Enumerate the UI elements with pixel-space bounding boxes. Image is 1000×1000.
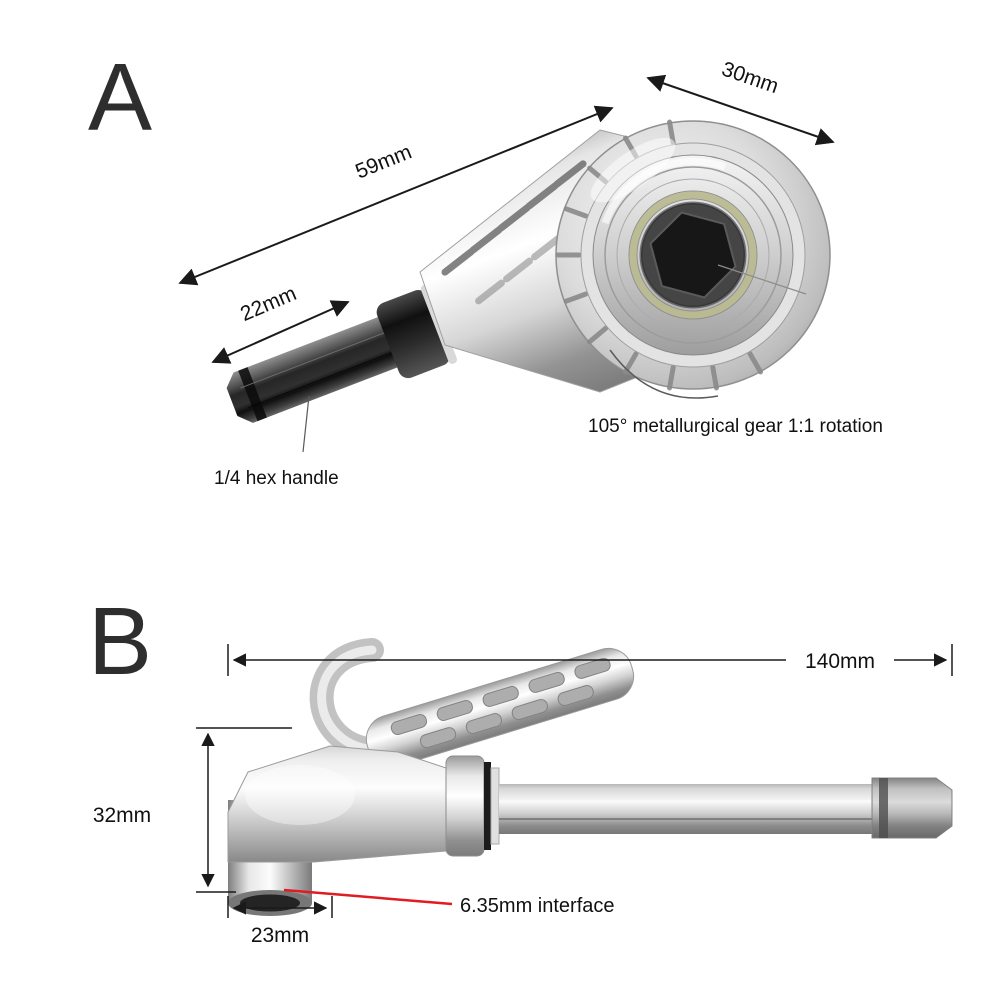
rotation-arc [609,349,719,399]
body-grip-grooves [441,160,587,276]
section-label-a: A [88,44,153,151]
interface-callout: 6.35mm interface [283,888,615,917]
angle-adapter-a-illustration: 59mm 30mm [178,57,883,489]
body-grip-grooves-2 [475,235,561,305]
socket-pointer-line [717,264,807,295]
dimension-label-59mm: 59mm [352,140,415,183]
dimension-140mm: 140mm [227,644,953,676]
interface-label: 6.35mm interface [460,895,615,917]
dimension-23mm: 23mm [227,896,333,947]
shaft-collar-b [445,755,500,857]
elbow-body-b [227,745,459,863]
angle-adapter-b-photo [227,638,953,916]
hex-socket-opening-b [240,894,300,912]
interface-leader-line-red [283,888,453,906]
bearing-seal-ring [629,191,757,319]
rotating-head-a [555,119,831,391]
hex-shaft-b [499,784,872,834]
dimension-32mm: 32mm [93,727,292,893]
angle-adapter-a-photo [226,119,831,423]
clip-slots [390,657,611,749]
hex-handle-callout: 1/4 hex handle [214,395,339,489]
hex-shank-tip-b [871,777,953,839]
dimension-label-22mm: 22mm [237,282,300,326]
dimension-label-140mm: 140mm [805,650,875,673]
angle-adapter-b-illustration: 140mm 32mm 23mm 6.35mm interface [93,638,953,947]
section-label-b: B [88,588,153,695]
dimension-label-32mm: 32mm [93,804,151,827]
dimension-label-30mm: 30mm [719,57,782,98]
rotation-label: 105° metallurgical gear 1:1 rotation [588,416,883,437]
dimension-label-23mm: 23mm [251,924,309,947]
hex-handle-label: 1/4 hex handle [214,468,339,489]
hex-socket-a [649,211,737,299]
clip-plate [365,647,635,768]
